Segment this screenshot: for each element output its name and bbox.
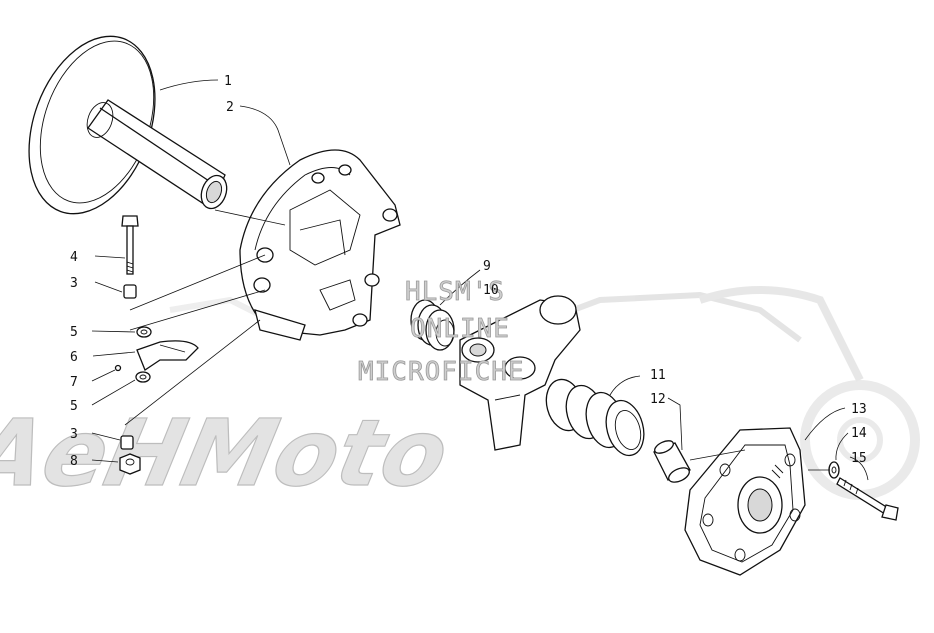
- callout-3-upper: 3: [70, 276, 78, 291]
- part-9-spring: [410, 299, 455, 351]
- part-5-washer-upper: [136, 326, 152, 338]
- watermark-line-3: MICROFICHE: [358, 357, 525, 387]
- callout-6: 6: [70, 350, 78, 365]
- callout-13: 13: [851, 402, 867, 417]
- callout-9: 9: [483, 259, 491, 274]
- watermark-text: HLSM'S ONLINE MICROFICHE: [358, 277, 525, 388]
- callout-12: 12: [650, 392, 666, 407]
- part-6-arm: [136, 340, 199, 371]
- callout-7: 7: [70, 375, 78, 390]
- callout-14: 14: [851, 426, 867, 441]
- callout-15: 15: [851, 451, 867, 466]
- watermark-line-2: ONLINE: [410, 314, 510, 344]
- part-8-nut: [119, 453, 141, 475]
- callout-5-upper: 5: [70, 325, 78, 340]
- part-3-bushing-lower: [120, 435, 134, 450]
- callout-8: 8: [70, 454, 78, 469]
- part-4-bolt: [121, 215, 139, 275]
- part-5-washer-lower: [135, 371, 151, 383]
- callout-2: 2: [226, 100, 234, 115]
- part-11-spring: [545, 378, 645, 457]
- callout-1: 1: [224, 74, 232, 89]
- watermark-line-1: HLSM'S: [405, 277, 505, 307]
- callout-11: 11: [650, 368, 666, 383]
- callout-4: 4: [70, 250, 78, 265]
- part-15-screw: [836, 477, 899, 521]
- part-14-washer: [828, 461, 840, 479]
- part-1-sheave: [28, 35, 228, 215]
- callout-3-lower: 3: [70, 427, 78, 442]
- watermark-logo: AeHMoto: [0, 400, 457, 507]
- callout-5-lower: 5: [70, 399, 78, 414]
- part-12-sleeve: [653, 440, 691, 483]
- part-7-pin: [114, 364, 122, 372]
- part-spider: [459, 295, 581, 451]
- part-3-bushing-upper: [123, 284, 137, 299]
- guide-lines: [124, 209, 830, 471]
- part-13-cover: [684, 427, 806, 576]
- callout-labels: 1 2 3 3 4 5 5 6 7 8 9 10 11 12 13 14 15: [70, 74, 867, 469]
- part-2-housing: [239, 149, 401, 341]
- callout-10: 10: [483, 283, 499, 298]
- leader-lines: [91, 79, 869, 481]
